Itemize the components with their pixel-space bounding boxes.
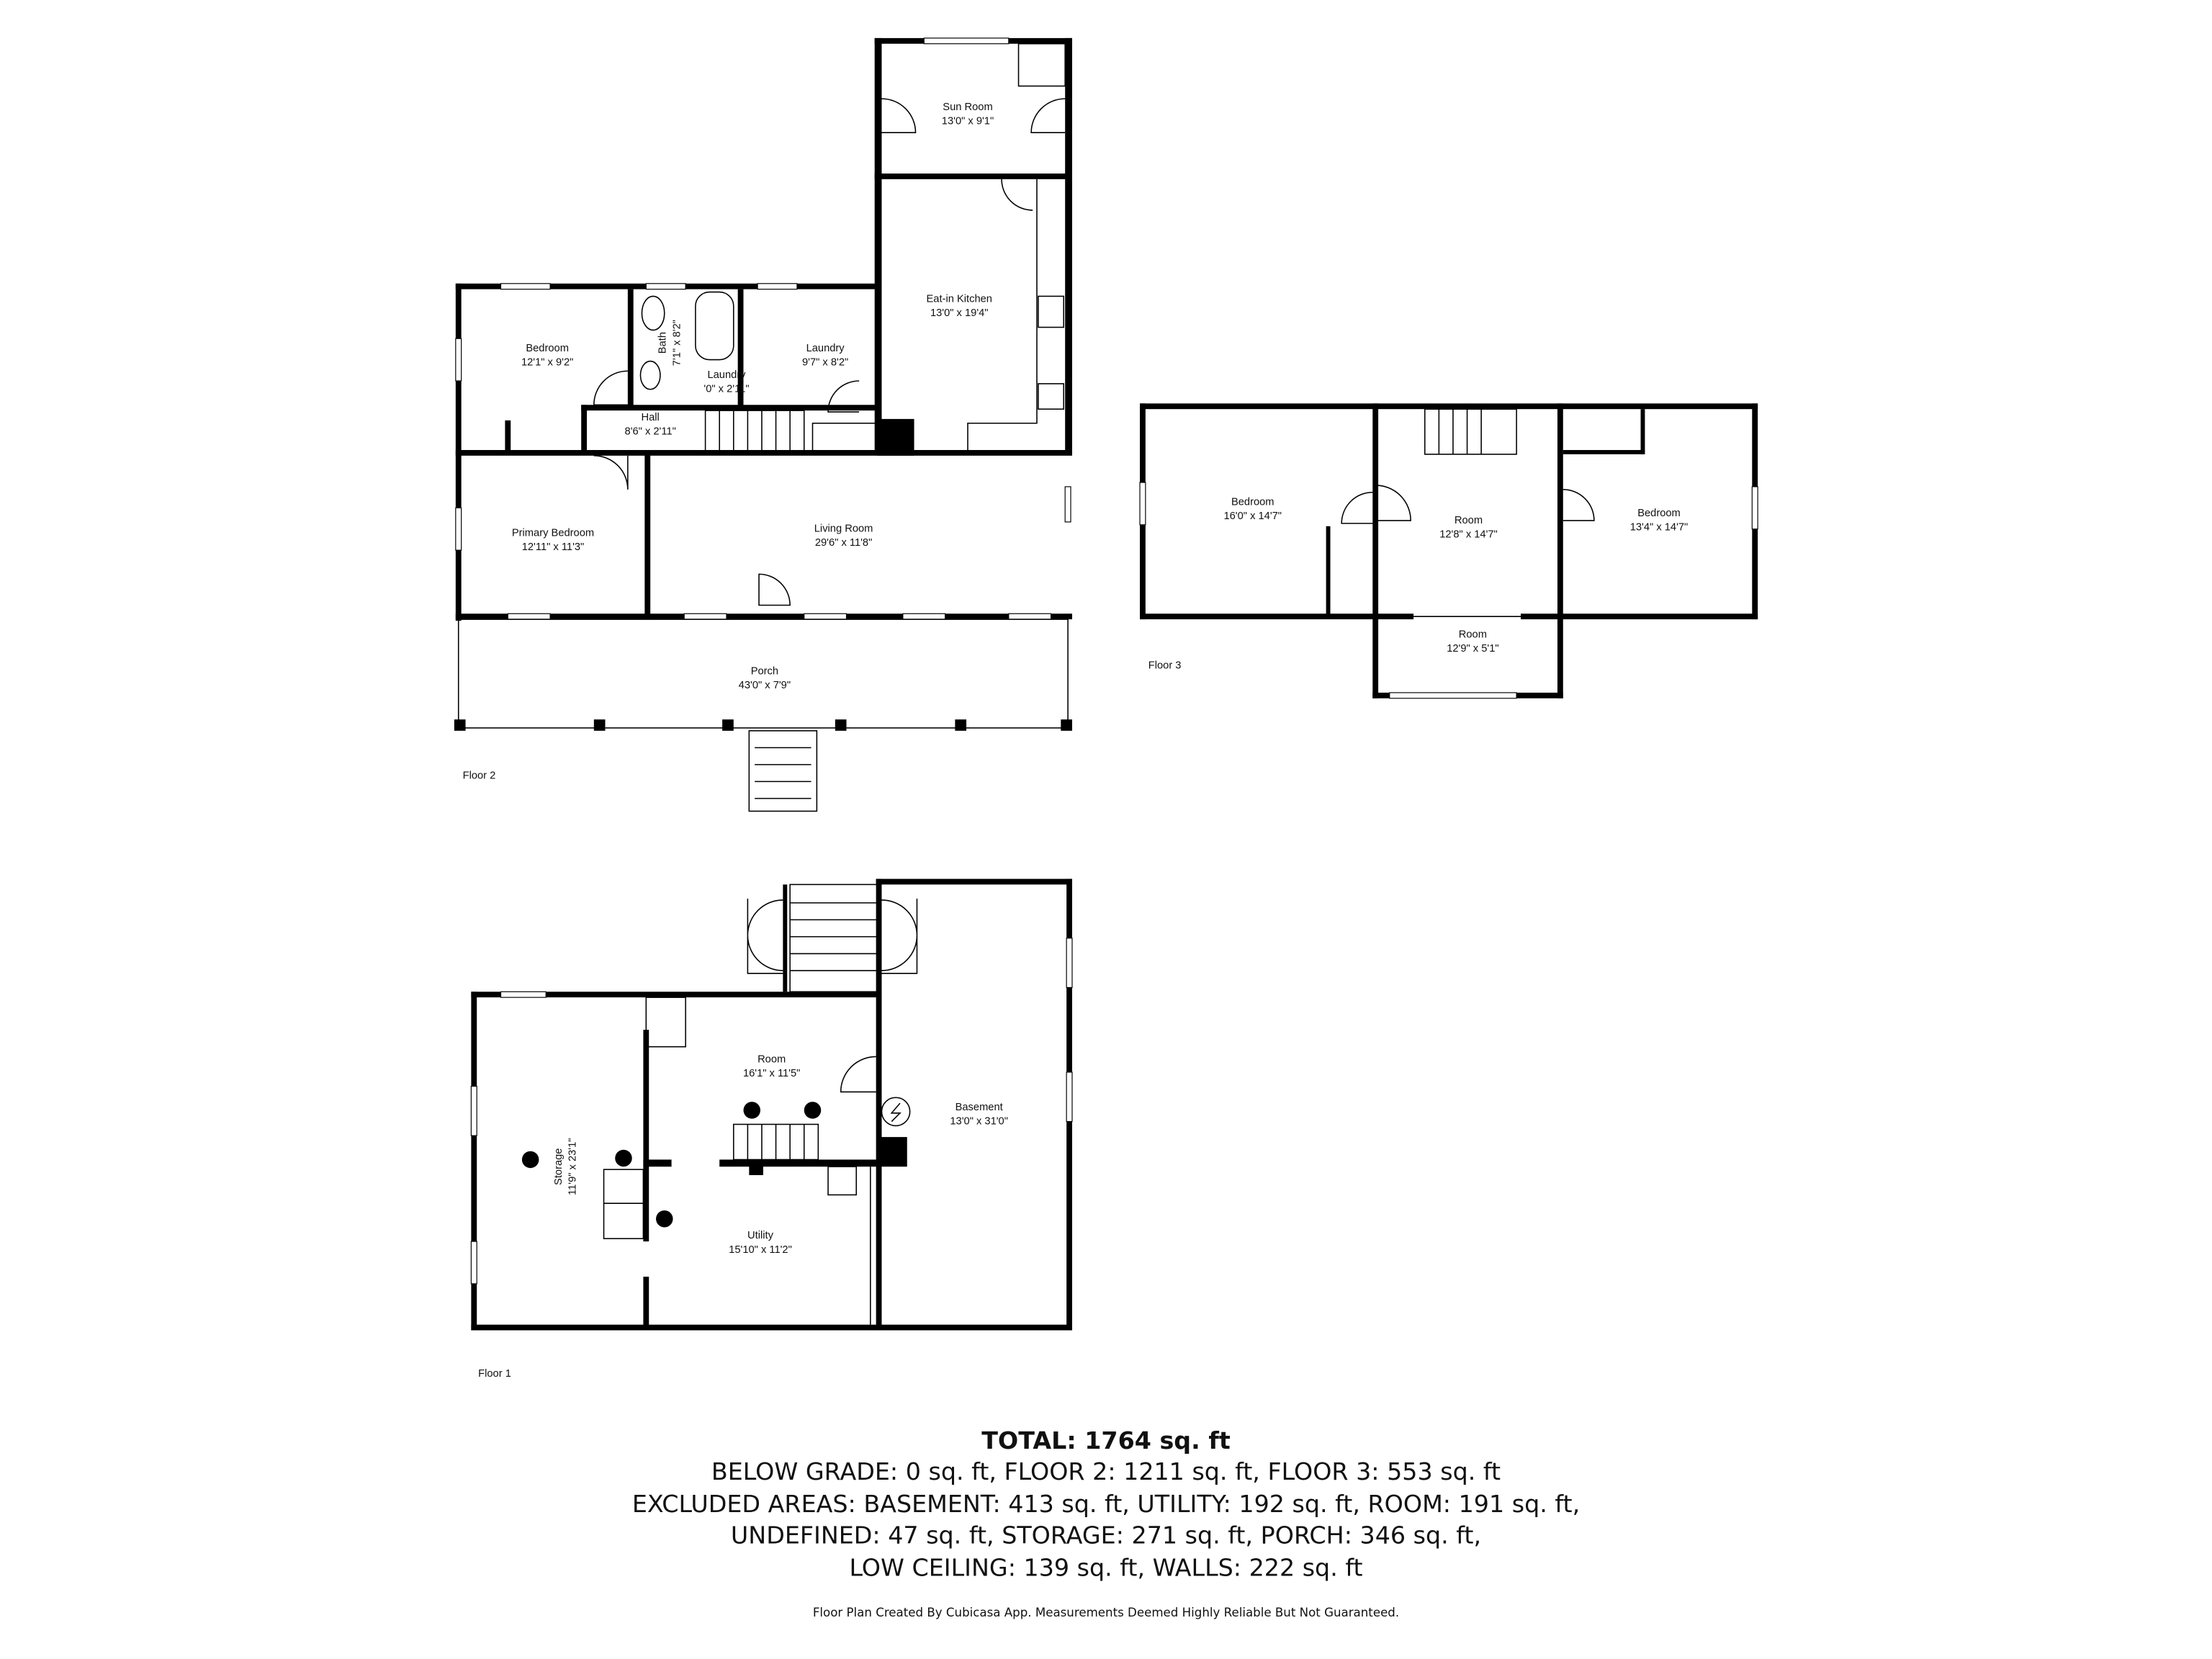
room-name: Room <box>1455 515 1483 526</box>
room-dims: 15'10" x 11'2" <box>729 1244 792 1256</box>
room-name: Laundry <box>806 343 845 354</box>
room-name: Eat-in Kitchen <box>927 293 992 305</box>
room-name: Sun Room <box>943 102 992 113</box>
room-dims: 12'1" x 9'2" <box>521 356 573 368</box>
room-dims: 13'4" x 14'7" <box>1630 522 1689 534</box>
room-dims: 16'1" x 11'5" <box>743 1068 800 1079</box>
room-name: Primary Bedroom <box>512 527 594 539</box>
floor-label: Floor 3 <box>1148 660 1182 672</box>
room-name: Hall <box>642 412 660 423</box>
room-dims: 12'8" x 14'7" <box>1439 529 1498 540</box>
electrical-panel-icon <box>881 1097 911 1127</box>
room-name: Utility <box>747 1230 774 1241</box>
room-name: Living Room <box>814 523 873 535</box>
room-dims: 29'6" x 11'8" <box>815 537 872 549</box>
room-name: Room <box>757 1053 786 1065</box>
floor-2-plan: Sun Room 13'0" x 9'1" Eat-in Kitchen 13'… <box>454 37 1072 812</box>
room-dims: 12'9" x 5'1" <box>1447 643 1498 655</box>
room-dims: 9'7" x 8'2" <box>802 356 848 368</box>
room-name: Porch <box>751 665 778 677</box>
room-name: Bath <box>657 332 669 354</box>
area-summary: TOTAL: 1764 sq. ft BELOW GRADE: 0 sq. ft… <box>632 1426 1580 1619</box>
summary-line: UNDEFINED: 47 sq. ft, STORAGE: 271 sq. f… <box>731 1521 1481 1549</box>
room-dims: 13'0" x 19'4" <box>930 307 989 319</box>
room-name: Bedroom <box>1231 496 1274 508</box>
room-dims: 11'9" x 23'1" <box>567 1138 578 1195</box>
floor-1-plan: Room 16'1" x 11'5" Basement 13'0" x 31'0… <box>470 878 1073 1380</box>
room-name: Basement <box>956 1102 1003 1113</box>
room-dims: 12'11" x 11'3" <box>522 541 585 553</box>
room-dims: 16'0" x 14'7" <box>1223 511 1282 522</box>
room-name: Bedroom <box>526 343 569 354</box>
room-dims: 43'0" x 7'9" <box>739 680 791 691</box>
room-dims: '0" x 2'11" <box>703 384 749 395</box>
room-name: Storage <box>553 1148 565 1185</box>
floor-label: Floor 1 <box>478 1368 511 1380</box>
room-name: Bedroom <box>1637 508 1681 519</box>
room-dims: 7'1" x 8'2" <box>671 320 683 366</box>
room-dims: 13'0" x 31'0" <box>950 1115 1008 1127</box>
room-name: Laundry <box>707 369 746 381</box>
room-dims: 8'6" x 2'11" <box>625 426 676 437</box>
disclaimer: Floor Plan Created By Cubicasa App. Meas… <box>813 1606 1399 1619</box>
floor-3-plan: Bedroom 16'0" x 14'7" Room 12'8" x 14'7"… <box>1139 403 1758 699</box>
summary-line: BELOW GRADE: 0 sq. ft, FLOOR 2: 1211 sq.… <box>711 1457 1501 1485</box>
total-area: TOTAL: 1764 sq. ft <box>981 1426 1231 1455</box>
summary-line: EXCLUDED AREAS: BASEMENT: 413 sq. ft, UT… <box>632 1490 1580 1518</box>
floor-label: Floor 2 <box>463 770 496 781</box>
room-dims: 13'0" x 9'1" <box>942 115 994 127</box>
summary-line: LOW CEILING: 139 sq. ft, WALLS: 222 sq. … <box>849 1553 1362 1581</box>
room-name: Room <box>1459 629 1487 641</box>
